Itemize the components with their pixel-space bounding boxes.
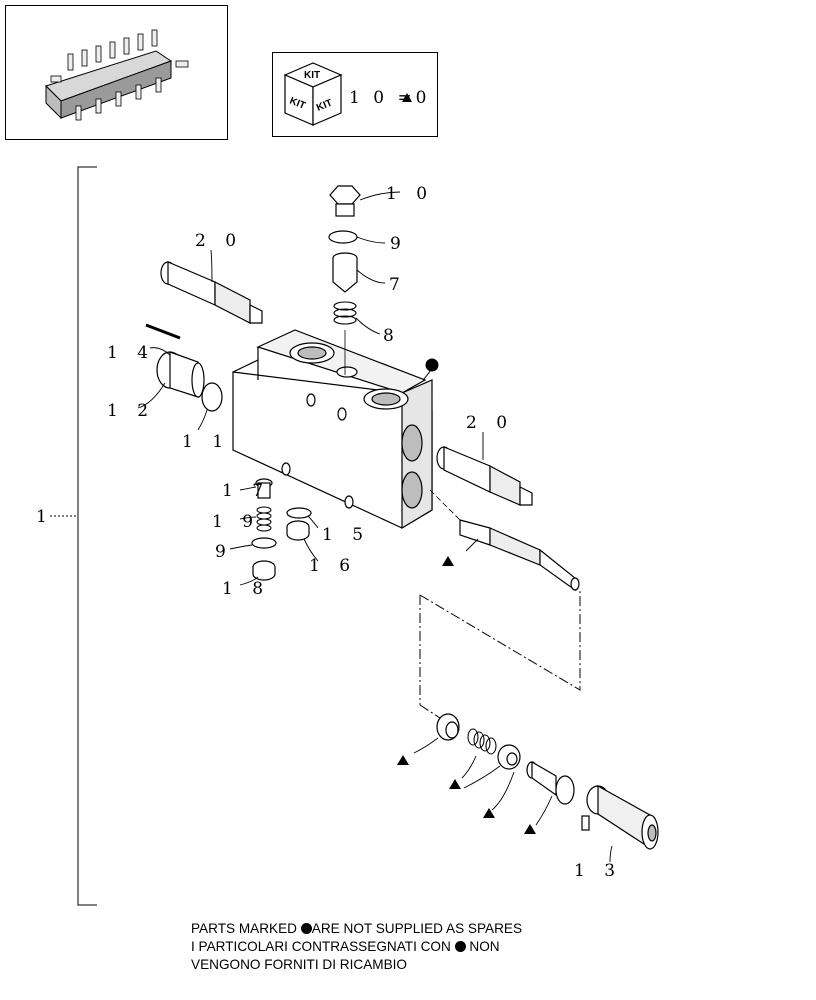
kit-legend-frame: KIT KIT KIT 1 0 =0: [272, 52, 438, 137]
kit-triangle-icon: [483, 808, 495, 818]
callout-19: 1 9: [212, 512, 260, 532]
spring-lower: [467, 728, 497, 755]
kit-triangle-icon: [442, 556, 454, 566]
cap-12: [156, 351, 205, 398]
callout-15: 1 5: [322, 525, 370, 545]
kit-triangle-icon: [524, 824, 536, 834]
not-supplied-dot-icon: [425, 358, 439, 372]
valve-assembly-thumbnail: [45, 29, 189, 121]
dot-icon: [454, 941, 466, 952]
assembly-thumbnail-frame: [5, 5, 228, 140]
spring-19: [256, 506, 272, 532]
footnote-line-2: I PARTICOLARI CONTRASSEGNATI CON NON: [191, 939, 500, 955]
sleeve-13: [581, 784, 659, 850]
kit-triangle-icon: [449, 779, 461, 789]
kit-triangle-icon: [397, 755, 409, 765]
footnote-text: PARTS MARKED: [191, 921, 301, 936]
o-ring-11: [201, 382, 223, 412]
callout-9: 9: [390, 234, 408, 254]
spool-assembly: [459, 519, 580, 592]
kit-triangle-icon: [402, 93, 412, 102]
callout-11: 1 1: [182, 432, 230, 452]
seat-disc: [436, 713, 460, 741]
callout-1: 1: [36, 507, 54, 527]
callout-labels: 1 0 9 7 8 2 0 1 4 1 2 1 1 2 0 1 7 1 9 9 …: [36, 184, 622, 881]
footnote-text: NON: [465, 939, 500, 954]
callout-7: 7: [389, 275, 407, 295]
o-ring-9b: [251, 537, 277, 549]
connection-lines: [419, 590, 581, 719]
footnote-line-1: PARTS MARKED ARE NOT SUPPLIED AS SPARES: [191, 921, 522, 937]
kit-cube-icon: [283, 62, 343, 126]
callout-16: 1 6: [309, 556, 357, 576]
callout-17: 1 7: [222, 481, 270, 501]
footnote-text: VENGONO FORNITI DI RICAMBIO: [191, 957, 407, 972]
kit-triangle-markers: [397, 556, 536, 834]
washer-lower: [497, 744, 521, 770]
callout-8: 8: [383, 326, 401, 346]
cartridge-20-right: [436, 446, 533, 506]
callout-10: 1 0: [386, 184, 434, 204]
plug-10: [329, 185, 361, 217]
cartridge-20-left: [160, 261, 263, 324]
kit-legend: KIT KIT KIT 1 0 =0: [283, 62, 431, 126]
o-ring-9: [328, 230, 358, 244]
kit-word-top: KIT: [304, 70, 320, 81]
leader-lines: [137, 191, 613, 863]
assembly-bracket: [50, 166, 97, 906]
axis-line: [429, 489, 463, 523]
footnote-line-3: VENGONO FORNITI DI RICAMBIO: [191, 957, 407, 973]
pin-17: [255, 478, 273, 499]
poppet-7: [332, 252, 358, 293]
callout-14: 1 4: [107, 343, 155, 363]
callout-13: 1 3: [574, 861, 622, 881]
callout-20-left: 2 0: [195, 231, 243, 251]
callout-20-right: 2 0: [466, 413, 514, 433]
kit-callout-label: 1 0 =0: [349, 88, 431, 108]
plug-16: [286, 520, 310, 541]
footnote-text: ARE NOT SUPPLIED AS SPARES: [311, 921, 523, 936]
footnote-text: I PARTICOLARI CONTRASSEGNATI CON: [191, 939, 455, 954]
callout-18: 1 8: [222, 579, 270, 599]
callout-12: 1 2: [107, 401, 155, 421]
plug-18: [252, 560, 276, 581]
valve-body: [232, 329, 433, 530]
piston-lower: [526, 760, 575, 805]
dot-icon: [300, 923, 312, 934]
spring-8: [333, 301, 357, 325]
callout-9-lower: 9: [215, 542, 233, 562]
screw-14: [145, 323, 181, 340]
o-ring-15: [286, 507, 312, 519]
